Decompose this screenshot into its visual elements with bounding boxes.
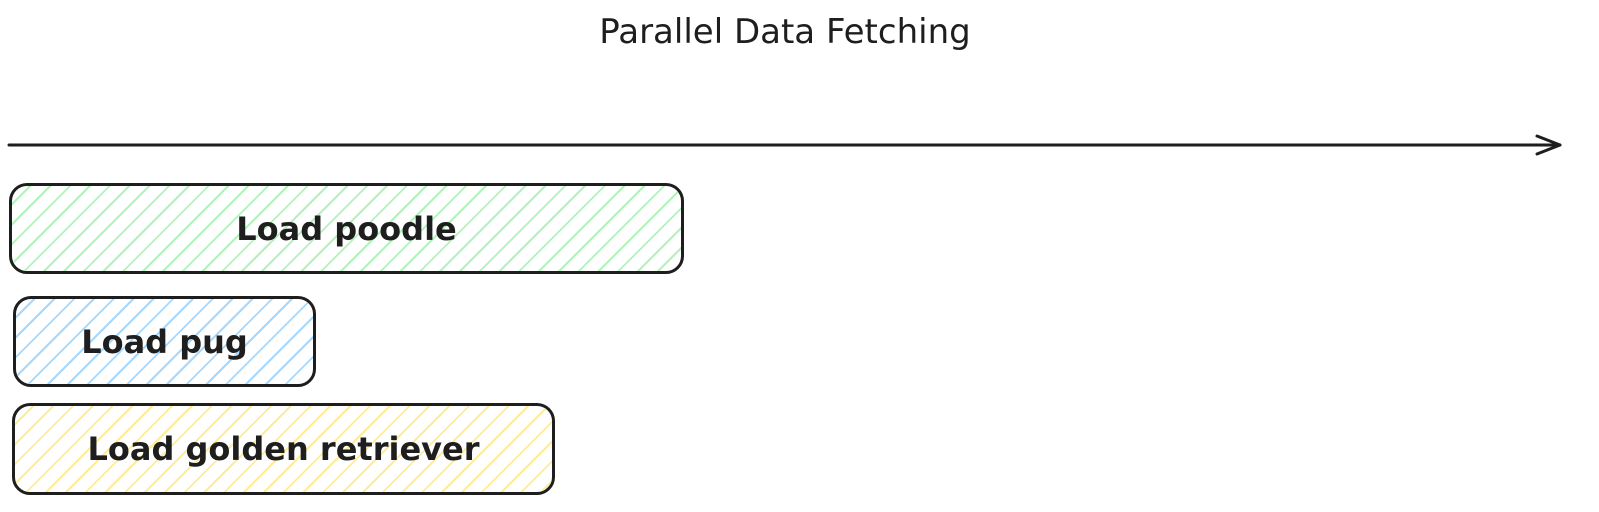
task-bar-load-pug: Load pug <box>13 296 316 387</box>
diagram-title: Parallel Data Fetching <box>599 12 971 52</box>
task-label: Load golden retriever <box>87 430 480 468</box>
time-axis-arrow <box>7 134 1562 156</box>
task-bar-load-poodle: Load poodle <box>9 183 684 274</box>
hatch-fill <box>16 299 313 384</box>
task-label: Load pug <box>81 322 248 361</box>
hatch-fill <box>12 186 681 271</box>
hatch-fill <box>15 406 552 492</box>
task-label: Load poodle <box>236 209 457 248</box>
task-bar-load-golden-retriever: Load golden retriever <box>12 403 555 495</box>
arrowhead-icon <box>1535 134 1562 156</box>
